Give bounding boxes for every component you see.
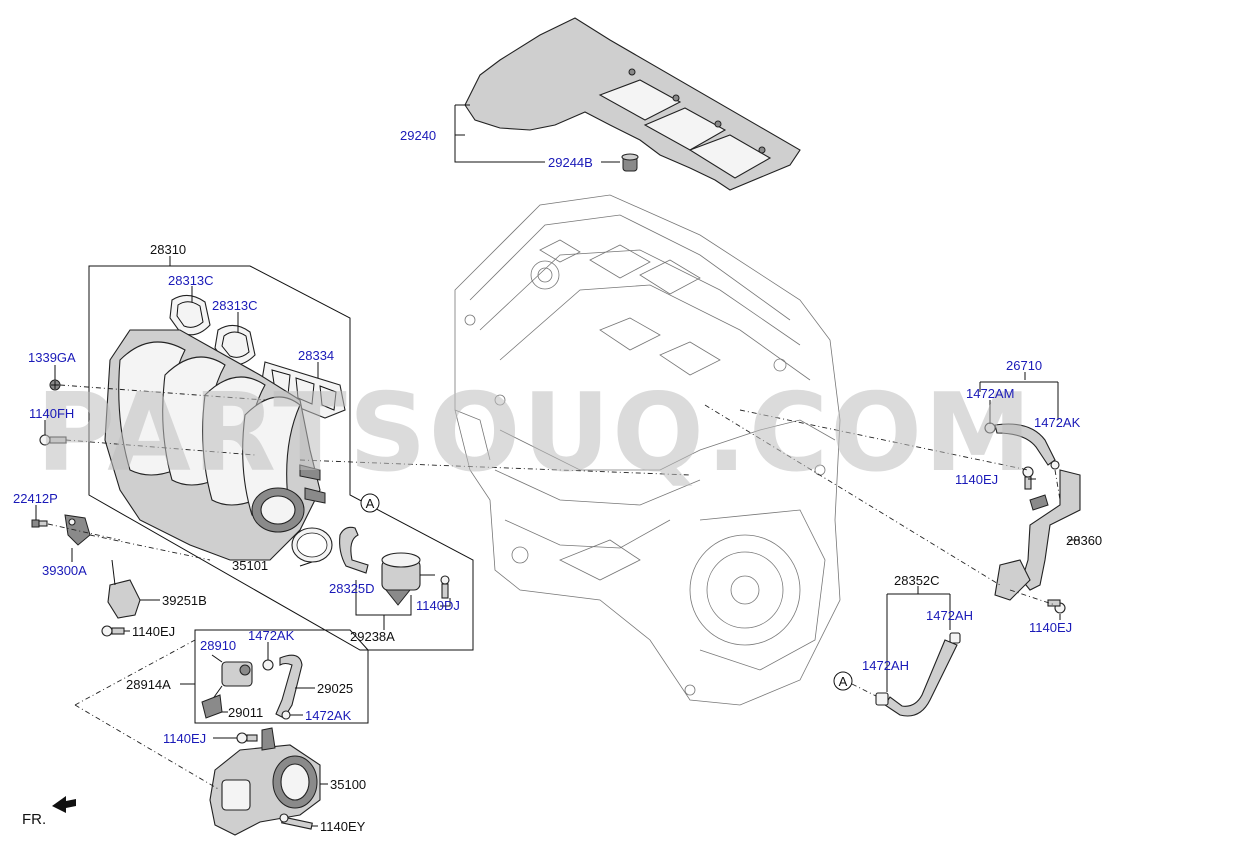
callout-a-lower-letter: A	[839, 674, 848, 689]
part-label-29244B[interactable]: 29244B	[548, 155, 593, 170]
clamp-1472AK-c[interactable]	[1050, 460, 1060, 470]
part-label-29011[interactable]: 29011	[228, 705, 263, 720]
clamp-1472AH-a[interactable]	[949, 632, 961, 644]
callout-a-lower[interactable]: A	[833, 671, 877, 697]
engine-block	[454, 194, 841, 706]
hose-28352C[interactable]	[884, 639, 958, 717]
part-label-1140DJ[interactable]: 1140DJ	[416, 598, 460, 613]
part-label-1140EJ-c[interactable]: 1140EJ	[955, 472, 998, 487]
valve-28910[interactable]	[211, 661, 253, 701]
bolt-1140EJ-b[interactable]	[236, 732, 258, 744]
intake-manifold[interactable]	[104, 329, 326, 561]
pipe-28360[interactable]	[994, 469, 1081, 601]
bracket-29011[interactable]	[201, 694, 223, 719]
bolt-1339GA[interactable]	[49, 379, 61, 391]
part-labels: 29240 29244B 28310 28313C 28313C 28334 1…	[13, 128, 1102, 834]
engine-cover[interactable]	[464, 17, 801, 191]
valve-29238A[interactable]	[381, 552, 435, 606]
part-label-28914A[interactable]: 28914A	[126, 677, 171, 692]
part-label-29240[interactable]: 29240	[400, 128, 436, 143]
watermark-text: PARTSOUQ.COM	[36, 371, 1033, 496]
part-label-1140FH[interactable]: 1140FH	[29, 406, 74, 421]
bolt-1140EJ-d[interactable]	[1047, 599, 1066, 614]
part-label-1472AH-a[interactable]: 1472AH	[926, 608, 973, 623]
callout-a-upper-letter: A	[366, 496, 375, 511]
part-label-26710[interactable]: 26710	[1006, 358, 1042, 373]
front-arrow-icon	[52, 796, 76, 813]
assembly-lines	[47, 384, 1061, 791]
part-label-39300A[interactable]: 39300A	[42, 563, 87, 578]
clamp-1472AK-a[interactable]	[262, 659, 274, 671]
part-label-29025[interactable]: 29025	[317, 681, 353, 696]
cover-grommet[interactable]	[621, 153, 639, 172]
callout-a-upper[interactable]: A	[360, 493, 380, 513]
bolt-22412P[interactable]	[31, 519, 48, 528]
part-label-1140EJ-d[interactable]: 1140EJ	[1029, 620, 1072, 635]
leader-lines	[35, 104, 1080, 827]
clamp-1472AH-b[interactable]	[875, 692, 889, 706]
fr-label: FR.	[22, 811, 46, 828]
bracket-39251B[interactable]	[107, 559, 141, 619]
gasket-35101[interactable]	[291, 527, 333, 563]
throttle-body-35100[interactable]	[209, 727, 321, 836]
part-label-1140EJ-a[interactable]: 1140EJ	[132, 624, 175, 639]
part-label-28313C-b[interactable]: 28313C	[212, 298, 258, 313]
part-label-28313C-a[interactable]: 28313C	[168, 273, 214, 288]
gasket-28313C-a[interactable]	[169, 294, 211, 336]
part-label-39251B[interactable]: 39251B	[162, 593, 207, 608]
part-label-28352C[interactable]: 28352C	[894, 573, 940, 588]
sensor-39300A[interactable]	[64, 514, 91, 546]
part-label-1472AM[interactable]: 1472AM	[966, 386, 1014, 401]
part-label-1472AK-c[interactable]: 1472AK	[1034, 415, 1081, 430]
bolt-1140EY[interactable]	[279, 813, 313, 830]
front-direction-indicator: FR.	[22, 796, 76, 828]
part-label-1472AK-a[interactable]: 1472AK	[248, 628, 295, 643]
bolt-1140EJ-a[interactable]	[101, 625, 125, 637]
part-label-1472AK-b[interactable]: 1472AK	[305, 708, 352, 723]
part-label-22412P[interactable]: 22412P	[13, 491, 58, 506]
bolt-1140DJ[interactable]	[440, 575, 450, 599]
part-label-28360[interactable]: 28360	[1066, 533, 1102, 548]
part-label-1140EJ-b[interactable]: 1140EJ	[163, 731, 206, 746]
hose-28325D[interactable]	[339, 526, 369, 574]
part-label-35100[interactable]: 35100	[330, 777, 366, 792]
part-label-29238A[interactable]: 29238A	[350, 629, 395, 644]
manifold-group-outline	[88, 265, 474, 724]
hose-26710[interactable]	[994, 423, 1056, 466]
part-label-1140EY[interactable]: 1140EY	[320, 819, 366, 834]
part-label-1472AH-b[interactable]: 1472AH	[862, 658, 909, 673]
part-label-28334[interactable]: 28334	[298, 348, 334, 363]
hose-29025[interactable]	[275, 654, 303, 719]
part-label-28310[interactable]: 28310	[150, 242, 186, 257]
part-label-1339GA[interactable]: 1339GA	[28, 350, 76, 365]
part-label-28910[interactable]: 28910	[200, 638, 236, 653]
part-label-28325D[interactable]: 28325D	[329, 581, 375, 596]
part-label-35101[interactable]: 35101	[232, 558, 268, 573]
clamp-1472AK-b[interactable]	[281, 710, 291, 720]
